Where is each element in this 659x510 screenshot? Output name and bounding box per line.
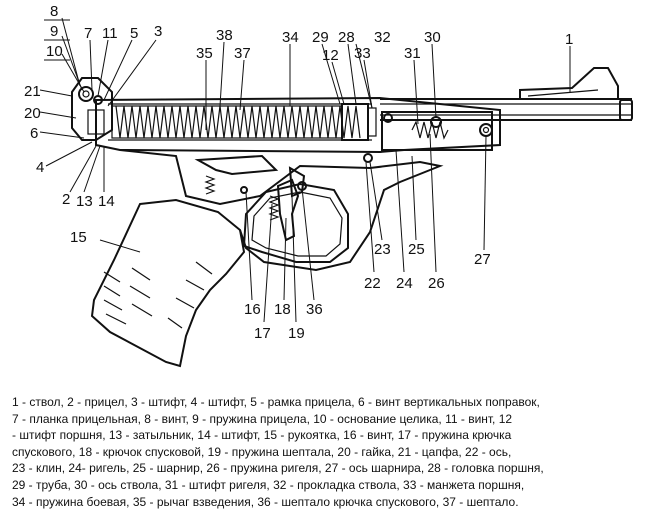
- leader-lines: [39, 17, 571, 323]
- callout-30: 30: [424, 29, 441, 46]
- callout-8: 8: [50, 3, 58, 20]
- legend-line: 1 - ствол, 2 - прицел, 3 - штифт, 4 - шт…: [12, 395, 540, 409]
- callout-10: 10: [46, 43, 63, 60]
- pistol-cross-section-diagram: 8 9 10 7 11 5 3 38 34 29 28 32 30 1 35 3…: [24, 3, 633, 368]
- callout-29: 29: [312, 29, 329, 46]
- callout-9: 9: [50, 23, 58, 40]
- legend-line: 29 - труба, 30 - ось ствола, 31 - штифт …: [12, 477, 525, 492]
- callout-3: 3: [154, 23, 162, 40]
- callout-22: 22: [364, 275, 381, 292]
- callout-28: 28: [338, 29, 355, 46]
- parts-legend: 1 - ствол, 2 - прицел, 3 - штифт, 4 - шт…: [12, 394, 652, 510]
- callout-20: 20: [24, 105, 41, 122]
- callout-36: 36: [306, 301, 323, 318]
- callout-33: 33: [354, 45, 371, 62]
- callout-24: 24: [396, 275, 413, 292]
- callout-17: 17: [254, 325, 271, 342]
- callout-7: 7: [84, 25, 92, 42]
- callout-16: 16: [244, 301, 261, 318]
- callout-13: 13: [76, 193, 93, 210]
- callout-26: 26: [428, 275, 445, 292]
- legend-line: 34 - пружина боевая, 35 - рычаг взведени…: [12, 494, 519, 509]
- callout-labels: 8 9 10 7 11 5 3 38 34 29 28 32 30 1 35 3…: [24, 3, 573, 342]
- callout-32: 32: [374, 29, 391, 46]
- callout-18: 18: [274, 301, 291, 318]
- callout-38: 38: [216, 27, 233, 44]
- callout-5: 5: [130, 25, 138, 42]
- callout-25: 25: [408, 241, 425, 258]
- breech-block: [381, 111, 493, 151]
- callout-31: 31: [404, 45, 421, 62]
- callout-12: 12: [322, 47, 339, 64]
- callout-34: 34: [282, 29, 299, 46]
- callout-6: 6: [30, 125, 38, 142]
- callout-15: 15: [70, 229, 87, 246]
- callout-21: 21: [24, 83, 41, 100]
- callout-1: 1: [565, 31, 573, 48]
- grip: [90, 198, 246, 368]
- callout-19: 19: [288, 325, 305, 342]
- legend-line: - штифт поршня, 13 - затыльник, 14 - шти…: [12, 428, 512, 443]
- callout-23: 23: [374, 241, 391, 258]
- callout-27: 27: [474, 251, 491, 268]
- callout-37: 37: [234, 45, 251, 62]
- barrel: [380, 67, 633, 121]
- callout-14: 14: [98, 193, 115, 210]
- callout-11: 11: [102, 25, 118, 42]
- callout-4: 4: [36, 159, 44, 176]
- legend-line: 7 - планка прицельная, 8 - винт, 9 - пру…: [12, 411, 513, 426]
- mainspring: [115, 105, 361, 139]
- legend-line: 23 - клин, 24- ригель, 25 - шарнир, 26 -…: [12, 461, 544, 476]
- callout-35: 35: [196, 45, 213, 62]
- callout-2: 2: [62, 191, 70, 208]
- legend-line: спускового, 18 - крючок спусковой, 19 - …: [12, 444, 512, 459]
